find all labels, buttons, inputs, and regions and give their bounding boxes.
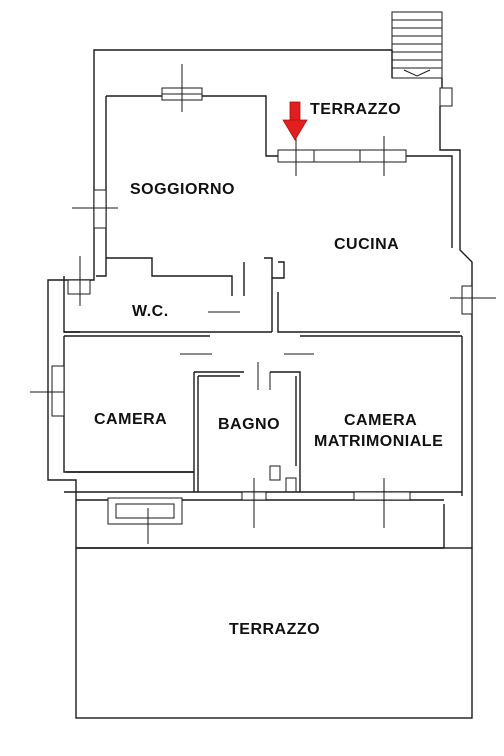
label-terrazzo-bottom: TERRAZZO [229,621,320,638]
door-marks [180,311,314,390]
exterior-walls [47,49,473,719]
room-labels: TERRAZZO SOGGIORNO CUCINA W.C. CAMERA BA… [94,101,443,638]
terrace-bottom-outline [75,547,473,719]
interior-walls [63,257,463,496]
label-camera-matrimoniale-1: CAMERA [344,412,417,429]
windows [30,64,496,544]
label-soggiorno: SOGGIORNO [130,181,235,198]
entrance-arrow-icon [282,101,308,141]
label-camera: CAMERA [94,411,167,428]
staircase-icon [391,11,443,79]
label-camera-matrimoniale-2: MATRIMONIALE [314,433,443,450]
label-cucina: CUCINA [334,236,399,253]
label-bagno: BAGNO [218,416,280,433]
label-wc: W.C. [132,303,169,320]
label-terrazzo-top: TERRAZZO [310,101,401,118]
